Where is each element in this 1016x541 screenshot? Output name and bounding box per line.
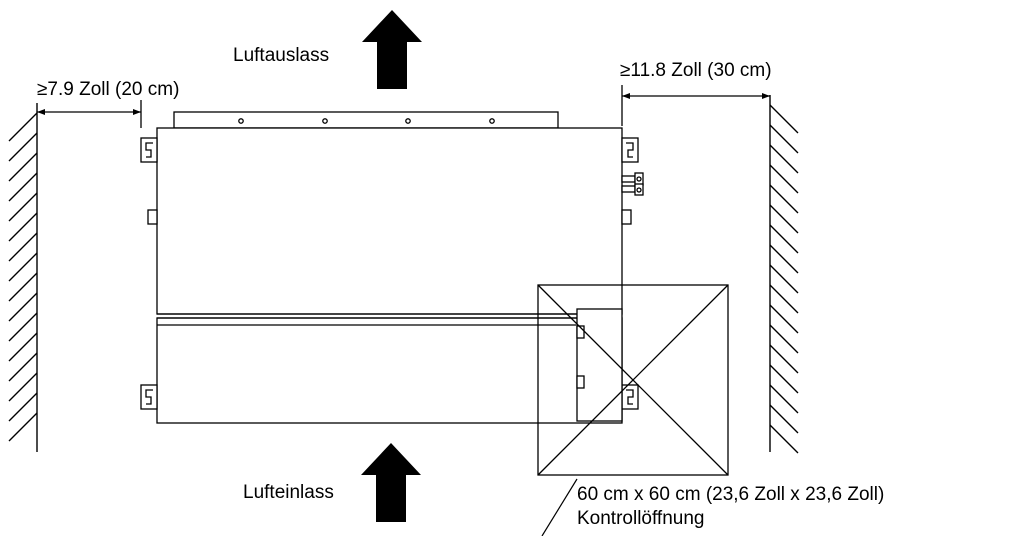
- left-wall-hatching: [8, 112, 38, 442]
- side-stud-right: [621, 209, 632, 225]
- access-leader-line: [541, 478, 578, 537]
- right-wall: [769, 95, 799, 454]
- access-name-label: Kontrollöffnung: [577, 508, 704, 529]
- right-clearance-label: ≥11.8 Zoll (30 cm): [620, 60, 772, 81]
- access-size-label: 60 cm x 60 cm (23,6 Zoll x 23,6 Zoll): [577, 484, 884, 505]
- side-stud-left: [147, 209, 158, 225]
- unit-lower-body: [156, 317, 623, 424]
- right-clearance-dimension: [621, 85, 770, 126]
- pipe-connections: [621, 172, 644, 196]
- bracket-top-right: [621, 137, 639, 163]
- air-outlet-arrow-icon: [362, 10, 422, 89]
- top-flange: [173, 111, 559, 129]
- right-wall-hatching: [769, 104, 799, 454]
- air-inlet-label: Lufteinlass: [243, 482, 334, 503]
- bracket-top-left: [140, 137, 158, 163]
- unit-upper-body: [156, 127, 623, 315]
- control-box: [576, 308, 623, 422]
- left-clearance-dimension: [37, 100, 142, 128]
- air-inlet-arrow-icon: [361, 443, 421, 522]
- air-outlet-label: Luftauslass: [233, 45, 329, 66]
- indoor-unit: [156, 111, 623, 424]
- left-wall: [8, 103, 38, 452]
- bracket-bottom-left: [140, 384, 158, 410]
- left-clearance-label: ≥7.9 Zoll (20 cm): [37, 79, 179, 100]
- access-opening: [537, 284, 729, 476]
